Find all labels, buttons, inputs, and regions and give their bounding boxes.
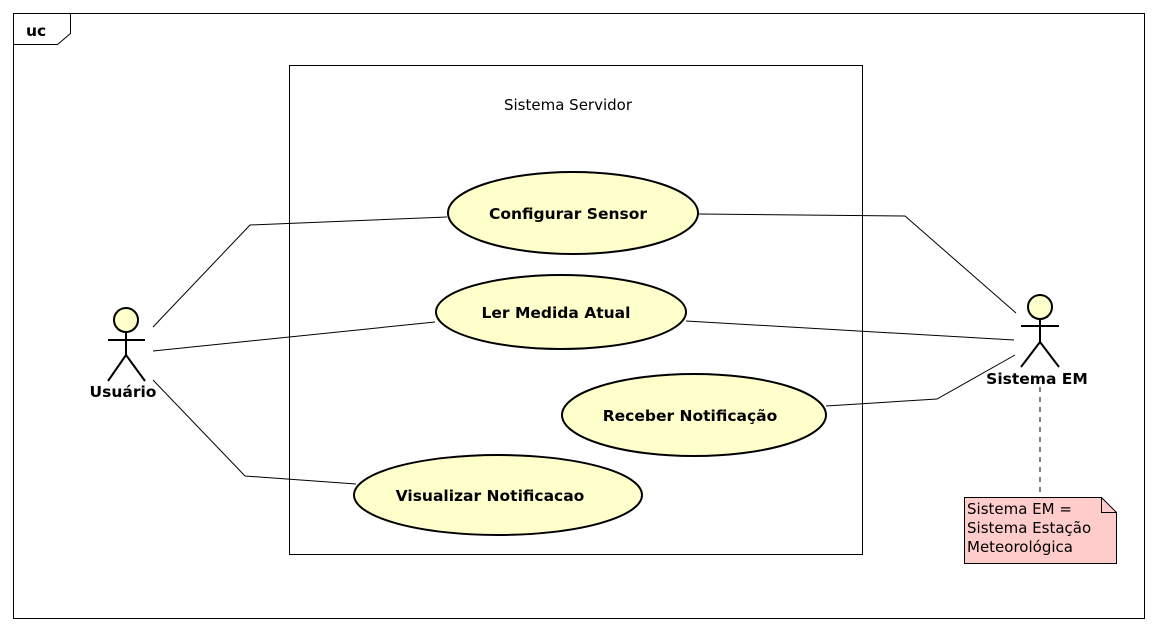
- use-case-view-notification[interactable]: Visualizar Notificacao: [353, 454, 643, 536]
- system-boundary-title: Sistema Servidor: [504, 96, 633, 114]
- use-case-label: Receber Notificação: [603, 407, 778, 425]
- use-case-ellipse: [447, 171, 699, 255]
- note-line-1: Sistema EM =: [967, 500, 1072, 518]
- actor-sistema-em[interactable]: Sistema EM: [986, 294, 1088, 388]
- assoc-read-em: [685, 320, 1015, 341]
- assoc-receive-em: [825, 354, 1016, 407]
- use-case-ellipse: [353, 454, 643, 536]
- assoc-user-configure: [152, 216, 448, 328]
- use-case-ellipse: [435, 274, 687, 350]
- frame-tag-label: uc: [26, 22, 46, 40]
- use-case-configure-sensor[interactable]: Configurar Sensor: [447, 171, 699, 255]
- note-sistema-em: Sistema EM = Sistema Estação Meteorológi…: [964, 497, 1117, 564]
- assoc-user-view: [152, 379, 357, 485]
- note-line-3: Meteorológica: [967, 538, 1073, 556]
- assoc-configure-em: [698, 213, 1017, 314]
- assoc-user-read: [152, 321, 436, 352]
- note-fold: [1101, 497, 1117, 513]
- use-case-label: Visualizar Notificacao: [396, 487, 585, 505]
- use-case-read-measure[interactable]: Ler Medida Atual: [435, 274, 687, 350]
- note-line-2: Sistema Estação: [967, 519, 1091, 537]
- actor-user[interactable]: Usuário: [90, 307, 157, 401]
- actor-label: Usuário: [90, 383, 157, 401]
- use-case-label: Ler Medida Atual: [482, 304, 631, 322]
- actor-figure-icon: [107, 307, 146, 382]
- use-case-label: Configurar Sensor: [489, 205, 647, 223]
- frame-tag-box: [13, 13, 71, 45]
- actor-figure-icon: [1020, 294, 1060, 368]
- actor-label: Sistema EM: [986, 370, 1088, 388]
- use-case-receive-notification[interactable]: Receber Notificação: [561, 373, 827, 457]
- note-shape: [964, 497, 1117, 564]
- use-case-ellipse: [561, 373, 827, 457]
- associations: [152, 213, 1017, 485]
